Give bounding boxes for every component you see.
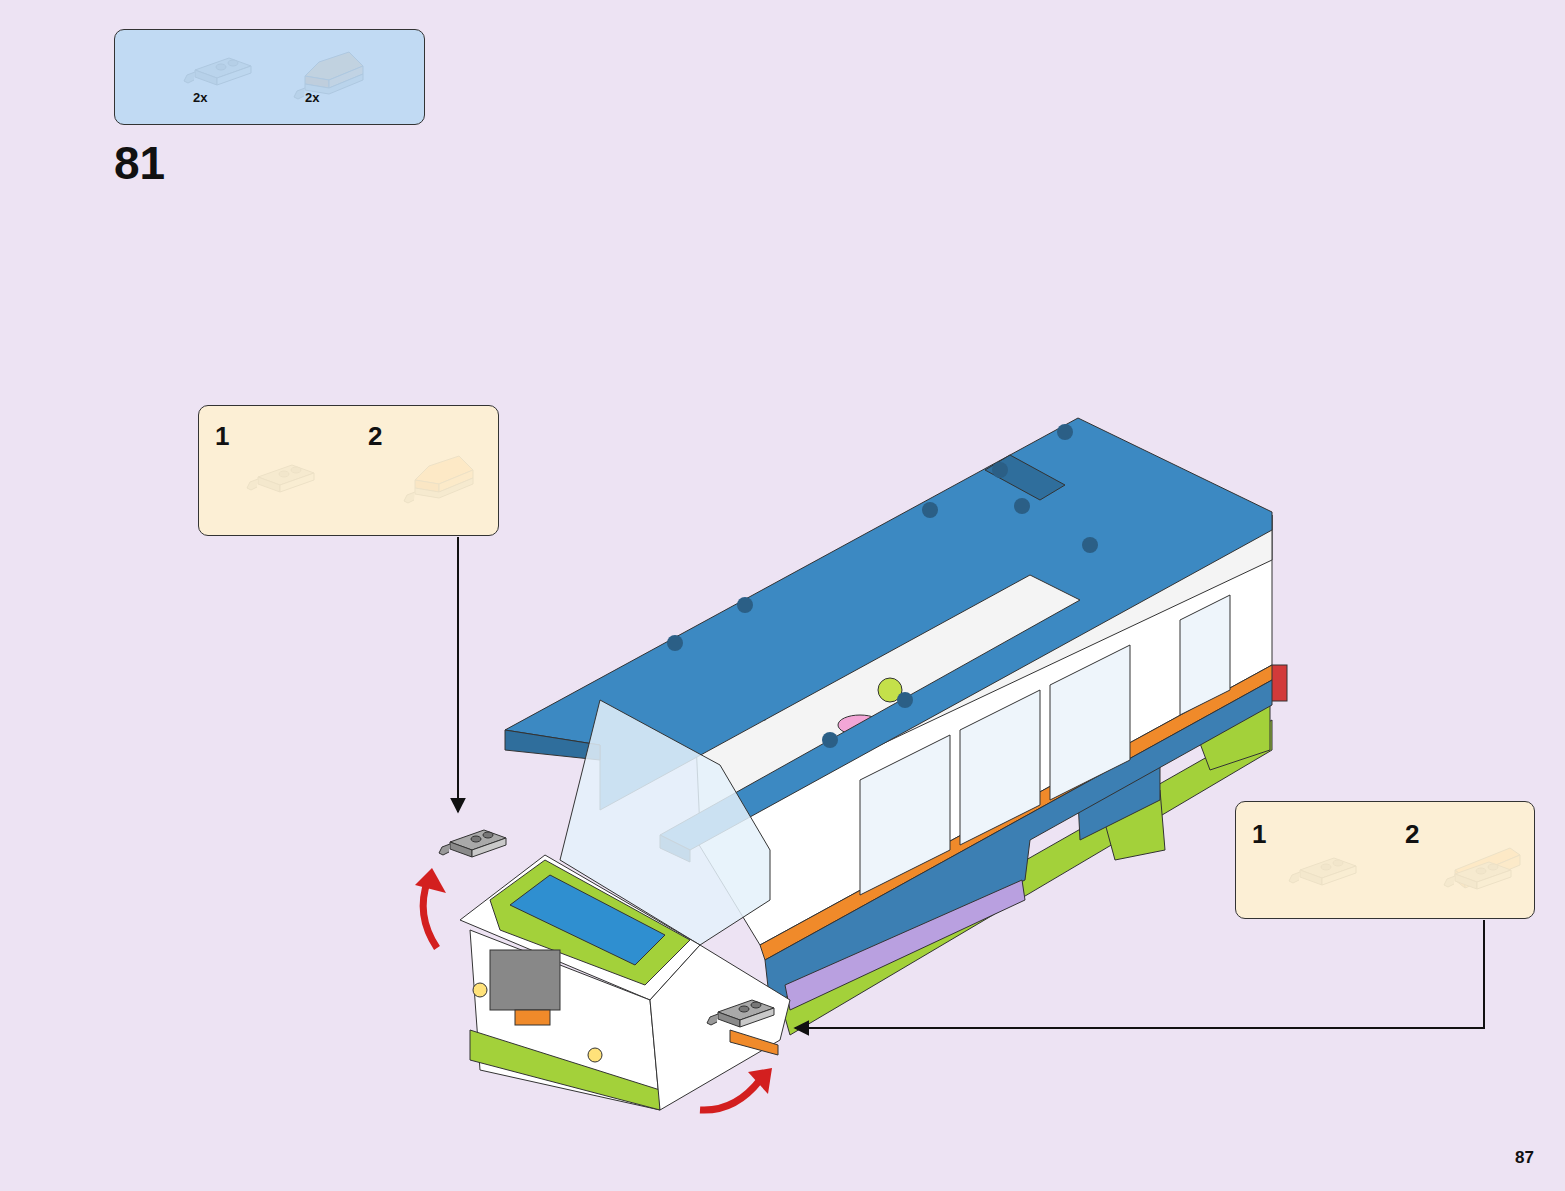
- quantity-label: 2x: [305, 91, 319, 104]
- page-number: 87: [1515, 1149, 1534, 1166]
- parts-list-box: 2x 2x: [114, 29, 425, 125]
- sub-assembly-callout: 12: [1235, 801, 1535, 919]
- step-number: 81: [114, 140, 165, 186]
- callout-step-number: 2: [1405, 821, 1419, 847]
- quantity-label: 2x: [193, 91, 207, 104]
- callout-step-number: 1: [215, 423, 229, 449]
- callout-step-number: 1: [1252, 821, 1266, 847]
- sub-assembly-callout: 12: [198, 405, 499, 536]
- callout-step-number: 2: [368, 423, 382, 449]
